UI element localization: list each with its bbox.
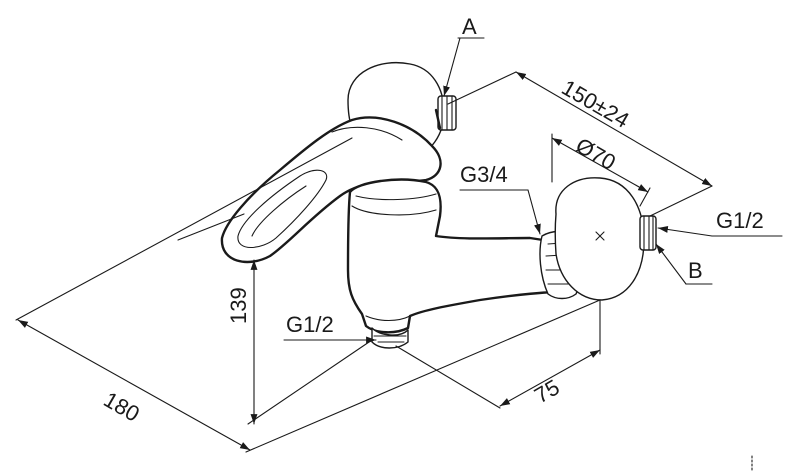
dim-length: 180: [100, 387, 144, 427]
faucet-body: [177, 62, 657, 349]
bottom-outlet: [371, 327, 409, 349]
right-rosette: [554, 177, 645, 301]
label-thread-bottom: G1/2: [286, 312, 334, 337]
callouts: [283, 37, 783, 344]
dim-line-depth: [499, 349, 601, 407]
lever-slot: [237, 169, 328, 249]
connector-a: [434, 95, 457, 131]
label-thread-outlet: G3/4: [460, 162, 508, 187]
label-thread-right: G1/2: [716, 208, 764, 233]
dimension-lines: [15, 71, 753, 471]
label-a: A: [462, 14, 477, 39]
dim-line-centers: [515, 71, 713, 187]
label-b: B: [688, 258, 703, 283]
dim-centers: 150±24: [558, 75, 634, 133]
main-body: [346, 178, 565, 334]
dim-depth: 75: [530, 374, 564, 408]
connector-b: [639, 215, 657, 251]
dim-line-length: [17, 319, 251, 451]
dim-rosette-diameter: Ø70: [572, 133, 621, 175]
dim-line-rosette: [551, 137, 649, 193]
lever-handle: [220, 116, 442, 264]
dim-height: 139: [226, 287, 251, 324]
